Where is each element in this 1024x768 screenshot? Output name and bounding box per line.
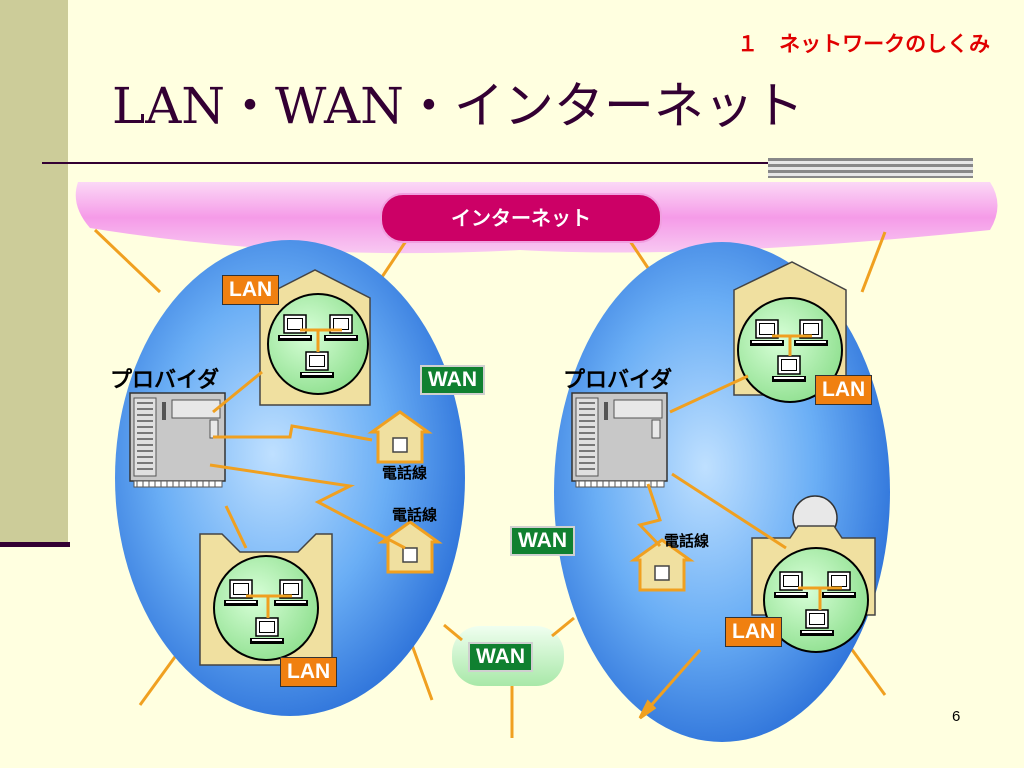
header-rule [42,162,972,164]
provider-label-right: プロバイダ [563,368,673,393]
provider-server-right [571,392,668,488]
lan-label-top-right: LAN [815,375,873,405]
sidebar-rule [0,542,70,547]
internet-box [380,193,662,243]
telephone-line-label-2: 電話線 [392,506,438,524]
slide-title: LAN・WAN・インターネット [112,77,804,135]
lan-label-bottom-right: LAN [725,617,783,647]
wan-label-bottom: WAN [468,642,533,672]
lan-label-top-left: LAN [222,275,280,305]
wan-link-lines [443,616,702,738]
page-number: 6 [952,708,961,725]
connection-lines [93,228,887,706]
lan-building-bottom-left [199,533,333,666]
sidebar-bar [0,0,68,544]
lan-building-bottom-right [751,495,876,653]
provider-server-left [129,392,226,488]
telephone-line-label-1: 電話線 [382,464,428,482]
provider-label-left: プロバイダ [110,368,220,393]
telephone-line-label-3: 電話線 [664,532,710,550]
section-subtitle: １ ネットワークのしくみ [737,32,990,56]
internet-label: インターネット [451,206,591,230]
wan-label-left: WAN [420,365,485,395]
lan-label-bottom-left: LAN [280,657,338,687]
wan-label-right: WAN [510,526,575,556]
wiring [209,370,787,550]
lan-building-top-left [259,269,371,406]
header-stripe [768,158,973,178]
